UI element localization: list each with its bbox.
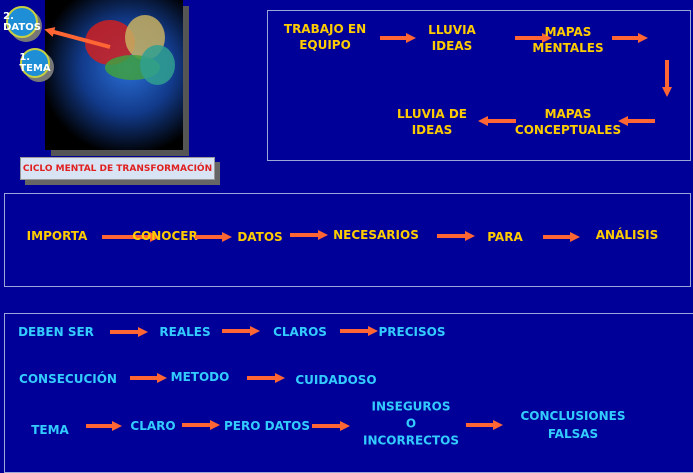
rule-item: TEMA [31, 423, 69, 437]
arrow-down-icon [662, 60, 672, 97]
rule-item: CONCLUSIONES FALSAS [520, 409, 626, 441]
figure-caption: CICLO MENTAL DE TRANSFORMACIÓN [20, 157, 215, 180]
arrow-icon [195, 232, 232, 242]
importance-item: NECESARIOS [333, 228, 419, 242]
rule-item: METODO [170, 370, 230, 384]
rule-item: CLAROS [273, 325, 327, 339]
rules-panel [4, 313, 693, 473]
rule-item: INSEGUROS O INCORRECTOS [362, 399, 460, 448]
arrow-icon [312, 421, 350, 431]
arrow-left-icon [478, 116, 516, 126]
tema-label: 1. TEMA [19, 52, 51, 74]
importance-item: ANÁLISIS [595, 228, 659, 242]
rule-item: REALES [159, 325, 211, 339]
arrow-icon [86, 421, 122, 431]
arrow-icon [290, 230, 328, 240]
arrow-icon [182, 420, 220, 430]
arrow-left-icon [618, 116, 655, 126]
importance-item: CONOCER [132, 229, 198, 243]
importance-item: PARA [487, 230, 523, 244]
datos-circle: 2. DATOS [3, 6, 41, 38]
cycle-item: TRABAJO EN EQUIPO [283, 22, 367, 52]
cycle-item: MAPAS MENTALES [532, 25, 604, 55]
rule-item: CONSECUCIÓN [19, 372, 117, 386]
rule-item: CLARO [130, 419, 176, 433]
brain-image [45, 0, 183, 150]
rule-item: PRECISOS [378, 325, 446, 339]
importance-panel [4, 193, 691, 287]
arrow-icon [130, 373, 167, 383]
cycle-item: LLUVIA DE IDEAS [397, 107, 467, 137]
arrow-icon [380, 33, 416, 43]
arrow-icon [515, 33, 552, 43]
arrow-icon [437, 231, 475, 241]
cycle-item: LLUVIA IDEAS [428, 23, 476, 53]
occipital-lobe [140, 45, 175, 85]
arrow-icon [612, 33, 648, 43]
importance-item: DATOS [237, 230, 283, 244]
datos-label: 2. DATOS [3, 11, 41, 33]
arrow-icon [102, 232, 160, 242]
cycle-item: MAPAS CONCEPTUALES [514, 107, 622, 137]
arrow-icon [110, 327, 148, 337]
arrow-icon [247, 373, 285, 383]
tema-circle: 1. TEMA [19, 48, 51, 78]
rule-item: CUIDADOSO [295, 373, 377, 387]
importance-item: IMPORTA [26, 229, 88, 243]
arrow-icon [543, 232, 580, 242]
arrow-icon [222, 326, 260, 336]
rule-item: DEBEN SER [18, 325, 94, 339]
arrow-icon [340, 326, 378, 336]
arrow-icon [466, 420, 503, 430]
rule-item: PERO DATOS [224, 419, 310, 433]
cycle-panel [267, 10, 691, 161]
